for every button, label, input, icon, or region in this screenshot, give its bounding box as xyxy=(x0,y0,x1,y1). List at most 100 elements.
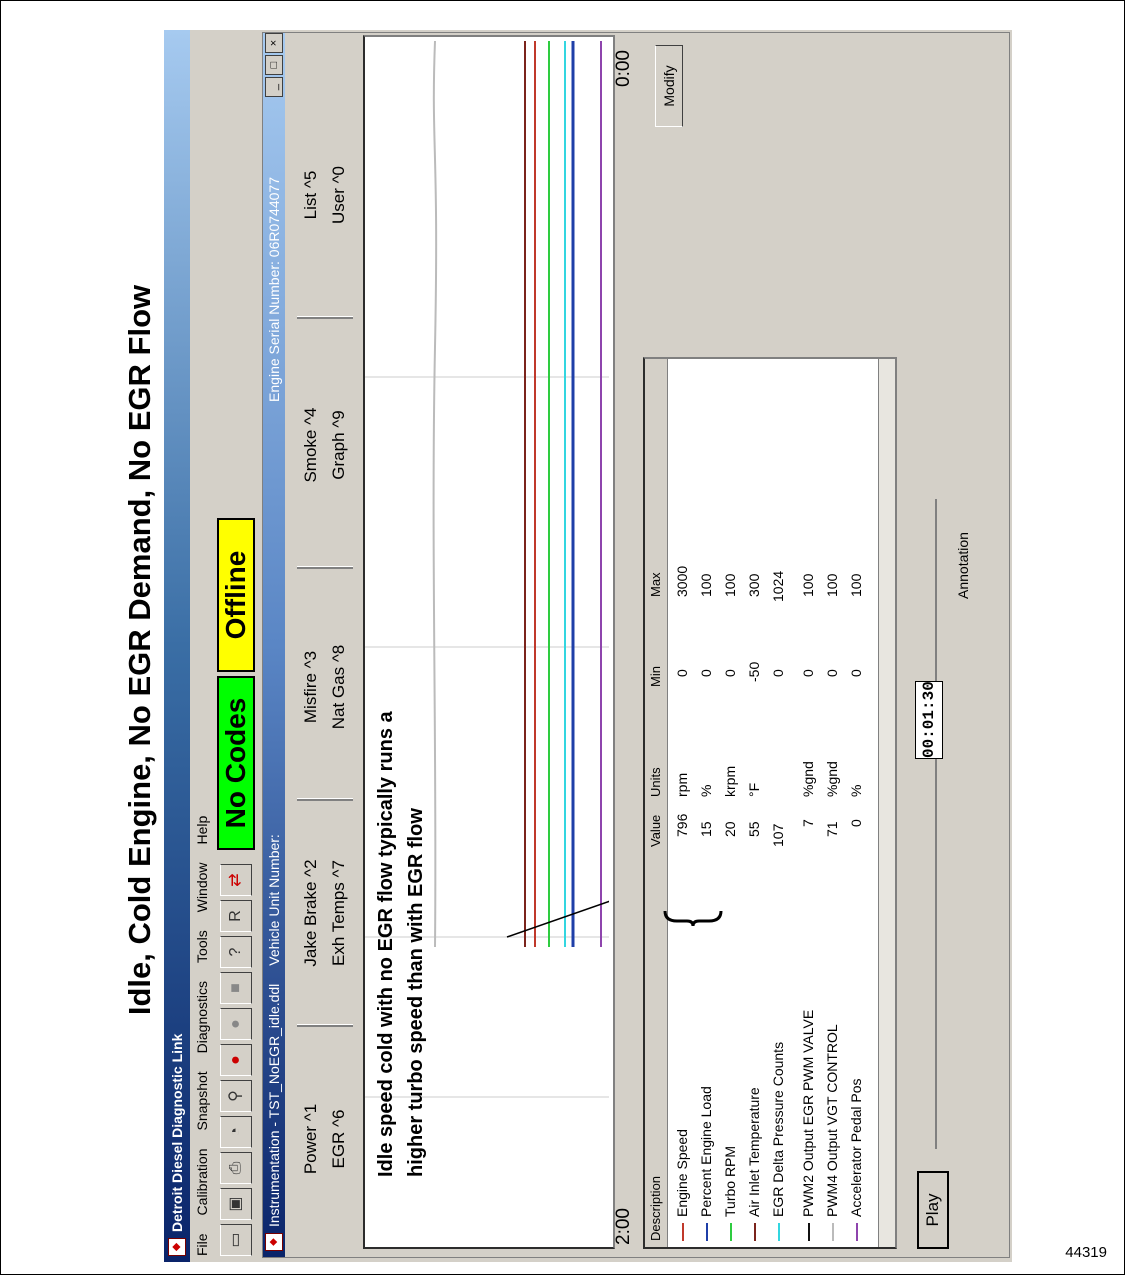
table-row[interactable]: Air Inlet Temperature 55 °F -50 300 xyxy=(743,359,767,1247)
tab-power[interactable]: Power ^1 xyxy=(301,1103,320,1175)
col-max[interactable]: Max xyxy=(648,572,663,597)
row-value: 796 xyxy=(674,813,690,837)
print-icon[interactable]: ⎙ xyxy=(220,1152,252,1184)
menu-help[interactable]: Help xyxy=(194,815,210,845)
open-icon[interactable]: ▭ xyxy=(220,1224,252,1256)
row-max: 100 xyxy=(722,573,738,597)
col-min[interactable]: Min xyxy=(648,666,663,687)
tab-smoke[interactable]: Smoke ^4 xyxy=(301,407,320,483)
row-value: 7 xyxy=(800,819,816,827)
modify-button[interactable]: Modify xyxy=(655,45,683,127)
row-min: 0 xyxy=(698,669,714,677)
row-description: Percent Engine Load xyxy=(698,1086,714,1217)
bracket-annotation xyxy=(663,910,723,927)
screen-tabs: Power ^1 EGR ^6 Jake Brake ^2 Exh Temps … xyxy=(293,39,357,1249)
tab-egr[interactable]: EGR ^6 xyxy=(329,1109,348,1169)
row-description: PWM2 Output EGR PWM VALVE xyxy=(800,1009,816,1217)
table-row[interactable]: Turbo RPM 20 krpm 0 100 xyxy=(719,359,743,1247)
series-swatch xyxy=(808,1223,810,1241)
help-icon[interactable]: ? xyxy=(220,936,252,968)
tab-divider xyxy=(297,798,353,801)
col-description[interactable]: Description xyxy=(648,1175,663,1241)
playback-controls: Play 00:01:30 Annotation xyxy=(903,39,1003,1249)
menu-snapshot[interactable]: Snapshot xyxy=(194,1071,210,1131)
row-value: 107 xyxy=(770,823,786,847)
playback-time: 00:01:30 xyxy=(915,681,943,759)
row-units: rpm xyxy=(674,772,690,797)
tab-divider xyxy=(297,316,353,319)
row-value: 15 xyxy=(698,821,714,837)
instrumentation-title: Instrumentation - TST_NoEGR_idle.ddl xyxy=(266,983,282,1227)
figure-title: Idle, Cold Engine, No EGR Demand, No EGR… xyxy=(122,284,157,1016)
col-value[interactable]: Value xyxy=(648,814,663,847)
row-min: 0 xyxy=(770,669,786,677)
row-value: 71 xyxy=(824,821,840,837)
table-row[interactable]: Accelerator Pedal Pos 0 % 0 100 xyxy=(845,359,869,1247)
row-value: 55 xyxy=(746,821,762,837)
instrumentation-window: ◆ Instrumentation - TST_NoEGR_idle.ddl V… xyxy=(262,32,1010,1258)
tab-misfire[interactable]: Misfire ^3 xyxy=(301,650,320,724)
row-min: 0 xyxy=(824,669,840,677)
menu-window[interactable]: Window xyxy=(194,862,210,913)
connect-icon[interactable]: ⇄ xyxy=(220,864,252,896)
engine-serial: Engine Serial Number: 06R0744077 xyxy=(266,177,282,402)
rotated-screenshot: Idle, Cold Engine, No EGR Demand, No EGR… xyxy=(116,30,1016,1270)
ddl-logo-icon: ◆ xyxy=(168,1238,186,1256)
tab-list[interactable]: List ^5 xyxy=(301,170,320,220)
codes-status-badge: No Codes xyxy=(217,676,255,850)
tab-jake-brake[interactable]: Jake Brake ^2 xyxy=(301,859,320,967)
table-hscrollbar[interactable] xyxy=(878,359,895,1247)
menu-file[interactable]: File xyxy=(194,1233,210,1256)
tab-user[interactable]: User ^0 xyxy=(329,165,348,225)
maximize-button[interactable]: □ xyxy=(265,55,283,75)
connection-status-badge: Offline xyxy=(217,518,255,672)
r-icon[interactable]: R xyxy=(220,900,252,932)
save-icon[interactable]: ▣ xyxy=(220,1188,252,1220)
menu-calibration[interactable]: Calibration xyxy=(194,1148,210,1216)
gauge-icon[interactable]: ◔ xyxy=(220,1116,252,1148)
playback-slider[interactable] xyxy=(935,499,937,1149)
stop-icon[interactable]: ■ xyxy=(220,972,252,1004)
table-row[interactable]: EGR Delta Pressure Counts 107 0 1024 xyxy=(767,359,791,1247)
row-min: 0 xyxy=(674,669,690,677)
tab-divider xyxy=(297,1024,353,1027)
series-swatch xyxy=(706,1223,708,1241)
table-row[interactable]: PWM2 Output EGR PWM VALVE 7 %gnd 0 100 xyxy=(797,359,821,1247)
table-row[interactable]: Engine Speed 796 rpm 0 3000 xyxy=(671,359,695,1247)
row-min: 0 xyxy=(800,669,816,677)
menu-tools[interactable]: Tools xyxy=(194,930,210,963)
app-titlebar: ◆ Detroit Diesel Diagnostic Link xyxy=(164,30,190,1262)
toolbar: ▭ ▣ ⎙ ◔ ⚲ ● ● ■ ? R ⇄ No Codes Offline xyxy=(214,30,258,1262)
tab-exh-temps[interactable]: Exh Temps ^7 xyxy=(329,860,348,966)
time-axis-start: 2:00 xyxy=(613,1208,634,1245)
series-swatch xyxy=(856,1223,858,1241)
plot-annotation: Idle speed cold with no EGR flow typical… xyxy=(371,711,431,1177)
series-swatch xyxy=(754,1223,756,1241)
plot-annotation-line2: higher turbo speed than with EGR flow xyxy=(405,808,427,1177)
menu-diagnostics[interactable]: Diagnostics xyxy=(194,980,210,1054)
row-max: 3000 xyxy=(674,565,690,597)
table-row[interactable]: PWM4 Output VGT CONTROL 71 %gnd 0 100 xyxy=(821,359,845,1247)
circle-icon[interactable]: ● xyxy=(220,1008,252,1040)
series-swatch xyxy=(730,1223,732,1241)
table-row[interactable]: Percent Engine Load 15 % 0 100 xyxy=(695,359,719,1247)
tab-graph[interactable]: Graph ^9 xyxy=(329,410,348,480)
row-units: krpm xyxy=(722,765,738,797)
col-units[interactable]: Units xyxy=(648,767,663,797)
play-button[interactable]: Play xyxy=(917,1171,949,1249)
close-button[interactable]: × xyxy=(265,33,283,53)
app-window: ◆ Detroit Diesel Diagnostic Link File Ca… xyxy=(164,30,1012,1262)
menu-bar: File Calibration Snapshot Diagnostics To… xyxy=(190,30,214,1262)
minimize-button[interactable]: _ xyxy=(265,77,283,97)
record-icon[interactable]: ● xyxy=(220,1044,252,1076)
app-title: Detroit Diesel Diagnostic Link xyxy=(169,1033,185,1232)
row-value: 20 xyxy=(722,821,738,837)
row-min: 0 xyxy=(848,669,864,677)
row-description: Engine Speed xyxy=(674,1129,690,1217)
row-units: % xyxy=(698,784,714,797)
row-description: PWM4 Output VGT CONTROL xyxy=(824,1024,840,1217)
tab-nat-gas[interactable]: Nat Gas ^8 xyxy=(329,644,348,730)
row-max: 100 xyxy=(824,573,840,597)
wrench-icon[interactable]: ⚲ xyxy=(220,1080,252,1112)
parameter-table: Description Value Units Min Max Engine S… xyxy=(643,357,897,1249)
